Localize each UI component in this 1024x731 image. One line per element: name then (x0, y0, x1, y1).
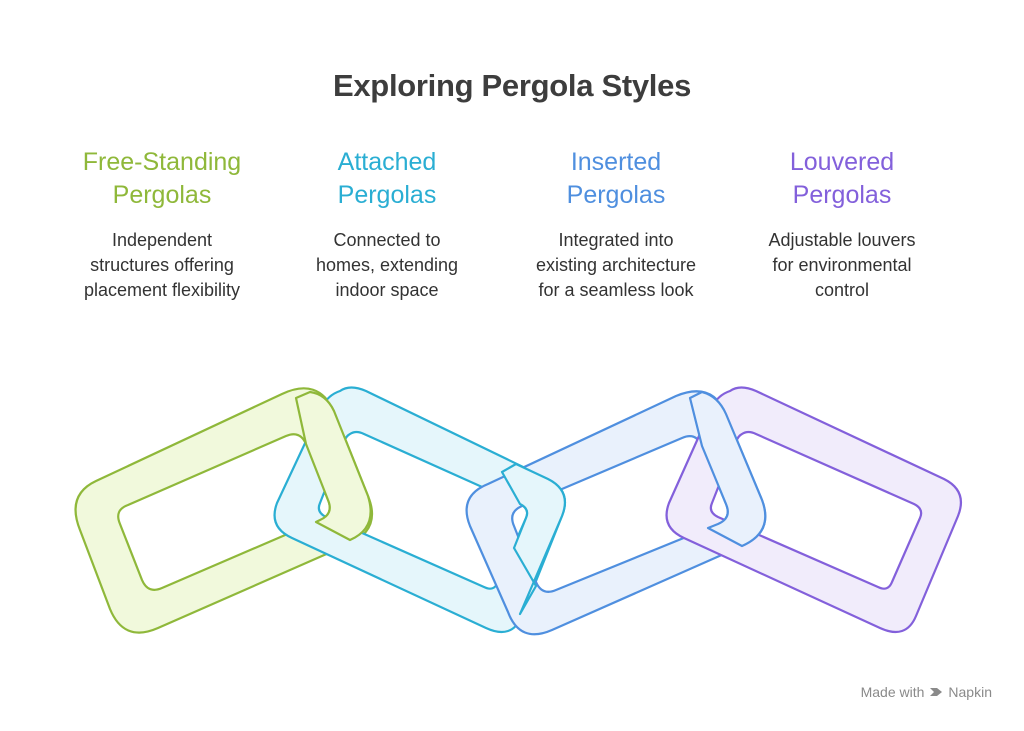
description-line: structures offering (90, 255, 234, 275)
heading-line: Pergolas (337, 181, 437, 209)
heading-line: Attached (337, 148, 437, 176)
description-line: Integrated into (558, 230, 674, 250)
column-louvered: Louvered Pergolas Adjustable louvers for… (722, 146, 962, 303)
heading-line: Inserted (570, 148, 662, 176)
napkin-logo-icon (929, 685, 943, 699)
chain-link-overlap (294, 390, 372, 542)
chain-interlock-1 (294, 390, 372, 542)
description-line: Independent (111, 230, 213, 250)
made-with-label: Made with (860, 684, 925, 700)
chain-link-overlap (500, 462, 566, 616)
description-line: Adjustable louvers (768, 230, 916, 250)
column-description: Adjustable louvers for environmental con… (722, 228, 962, 303)
column-description: Independent structures offering placemen… (42, 228, 282, 303)
page-title: Exploring Pergola Styles (332, 68, 692, 103)
description-line: homes, extending (315, 255, 459, 275)
column-free-standing: Free-Standing Pergolas Independent struc… (42, 146, 282, 303)
column-attached: Attached Pergolas Connected to homes, ex… (267, 146, 507, 303)
heading-line: Louvered (789, 148, 895, 176)
heading-line: Pergolas (112, 181, 212, 209)
description-line: control (814, 280, 870, 300)
heading-line: Pergolas (566, 181, 666, 209)
description-line: existing architecture (535, 255, 697, 275)
chain-interlock-2 (500, 462, 566, 616)
description-line: indoor space (335, 280, 439, 300)
column-description: Connected to homes, extending indoor spa… (267, 228, 507, 303)
description-line: placement flexibility (83, 280, 241, 300)
column-inserted: Inserted Pergolas Integrated into existi… (496, 146, 736, 303)
column-heading: Free-Standing Pergolas (42, 146, 282, 212)
heading-line: Pergolas (792, 181, 892, 209)
column-heading: Inserted Pergolas (496, 146, 736, 212)
chain-interlock-3 (688, 390, 767, 548)
description-line: for environmental (772, 255, 912, 275)
column-heading: Attached Pergolas (267, 146, 507, 212)
chain-link-overlap (688, 390, 767, 548)
napkin-brand-label: Napkin (948, 684, 992, 700)
column-heading: Louvered Pergolas (722, 146, 962, 212)
made-with-napkin-footer: Made with Napkin (861, 684, 992, 700)
column-description: Integrated into existing architecture fo… (496, 228, 736, 303)
description-line: for a seamless look (538, 280, 694, 300)
heading-line: Free-Standing (82, 148, 242, 176)
description-line: Connected to (333, 230, 441, 250)
